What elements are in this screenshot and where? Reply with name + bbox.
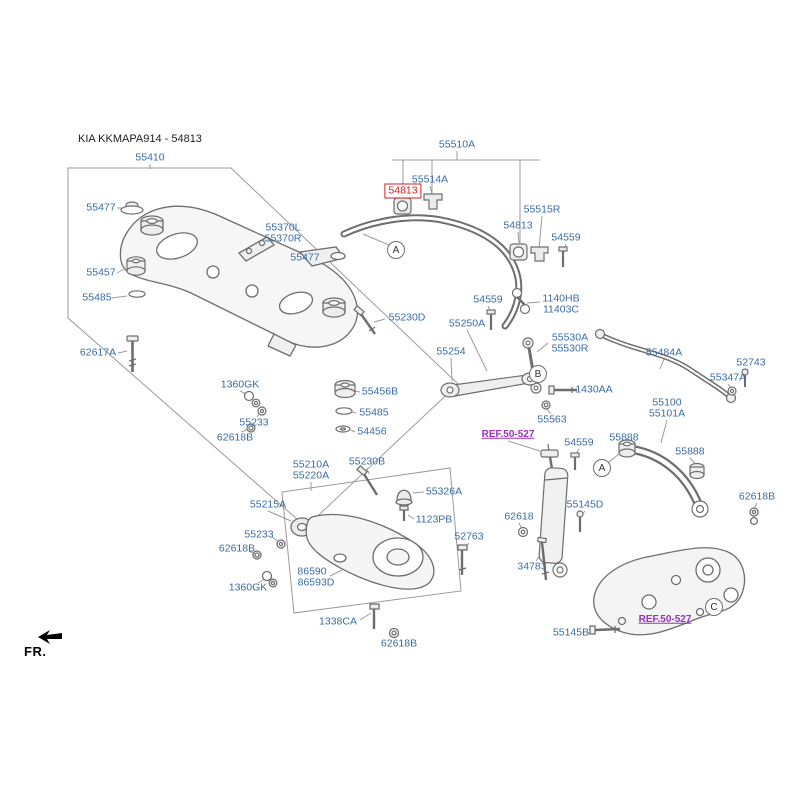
part-label[interactable]: 1430AA	[575, 383, 613, 396]
part-label[interactable]: 1140HB	[542, 292, 580, 305]
part-label[interactable]: 55230B	[348, 455, 386, 468]
part-label[interactable]: 55888	[609, 431, 639, 444]
assist-arm	[440, 372, 539, 398]
part-label[interactable]: 1338CA	[319, 615, 357, 628]
part-label[interactable]: 55370R	[264, 232, 302, 245]
part-label[interactable]: 55233	[244, 528, 274, 541]
part-label[interactable]: 55254	[436, 345, 466, 358]
part-label[interactable]: 55230D	[388, 311, 426, 324]
part-label[interactable]: 55410	[135, 151, 165, 164]
callout-A: A	[593, 459, 611, 477]
part-label[interactable]: 55530R	[551, 342, 589, 355]
part-label[interactable]: 55145B	[552, 626, 590, 639]
part-label[interactable]: 55220A	[292, 469, 330, 482]
part-label[interactable]: 62618B	[216, 431, 254, 444]
part-label[interactable]: 55456B	[361, 385, 399, 398]
rear-arm-55484A	[594, 328, 749, 404]
lower-control-arm	[252, 464, 468, 639]
part-label[interactable]: 52743	[736, 356, 766, 369]
part-label-highlighted[interactable]: 54813	[384, 183, 422, 199]
part-label[interactable]: 55563	[537, 413, 567, 426]
crossmember-hardware	[120, 201, 376, 433]
part-label[interactable]: 11403C	[542, 303, 580, 316]
part-label[interactable]: 55250A	[448, 317, 486, 330]
part-label[interactable]: 62618B	[218, 542, 256, 555]
fr-label: FR.	[24, 644, 47, 659]
part-label[interactable]: 54559	[551, 231, 581, 244]
reinforcement-bracket-55370	[237, 236, 276, 262]
callout-B: B	[529, 365, 547, 383]
part-label[interactable]: 55145D	[566, 498, 604, 511]
group-boxes	[67, 167, 462, 614]
shock-absorber	[517, 443, 584, 581]
stabilizer-bracket-55514A	[423, 193, 443, 210]
part-label[interactable]: 52763	[454, 530, 484, 543]
part-label[interactable]: 55485	[82, 291, 112, 304]
diagram-title: KIA KKMAPA914 - 54813	[78, 133, 202, 145]
part-label[interactable]: 62617A	[79, 346, 117, 359]
part-label[interactable]: 62618	[504, 510, 534, 523]
part-label[interactable]: 62618B	[380, 637, 418, 650]
part-label[interactable]: 55233	[239, 416, 269, 429]
part-label[interactable]: 55515R	[523, 203, 561, 216]
part-label[interactable]: 55210A	[292, 458, 330, 471]
part-label[interactable]: 55215A	[249, 498, 287, 511]
part-label[interactable]: 55485	[359, 406, 389, 419]
part-label[interactable]: 55347A	[709, 371, 747, 384]
fr-arrow-icon	[38, 630, 62, 644]
part-label[interactable]: 55510A	[438, 138, 476, 151]
part-label[interactable]: 86593D	[297, 576, 335, 589]
part-label[interactable]: 55530A	[551, 331, 589, 344]
ref-link[interactable]: REF.50-527	[638, 613, 692, 625]
part-label[interactable]: 55514A	[411, 173, 449, 186]
callout-A: A	[387, 241, 405, 259]
part-label[interactable]: 55101A	[648, 407, 686, 420]
part-label[interactable]: 55477	[86, 201, 116, 214]
part-label[interactable]: 55484A	[645, 346, 683, 359]
stabilizer-bracket-55515R	[530, 246, 549, 262]
crossmember	[119, 205, 359, 357]
lateral-arm-55100	[618, 439, 709, 518]
part-label[interactable]: 55326A	[425, 485, 463, 498]
ref-link[interactable]: REF.50-527	[481, 428, 535, 440]
part-label[interactable]: 55370L	[265, 221, 301, 234]
part-label[interactable]: 62618B	[738, 490, 776, 503]
fr-indicator: FR.	[24, 630, 64, 659]
part-label[interactable]: 86590	[297, 565, 327, 578]
stabilizer-bar	[340, 193, 577, 410]
part-label[interactable]: 55477	[290, 251, 320, 264]
part-label[interactable]: 1360GK	[228, 581, 268, 594]
part-label[interactable]: 54559	[564, 436, 594, 449]
part-label[interactable]: 55457	[86, 266, 116, 279]
part-label[interactable]: 54813	[503, 219, 533, 232]
part-label[interactable]: 1360GK	[220, 378, 260, 391]
part-label[interactable]: 54456	[357, 425, 387, 438]
part-label[interactable]: 1123PB	[415, 513, 453, 526]
part-label[interactable]: 54559	[473, 293, 503, 306]
part-label[interactable]: 55100	[652, 396, 682, 409]
callout-C: C	[705, 598, 723, 616]
part-label[interactable]: 34783	[517, 560, 547, 573]
part-label[interactable]: 55888	[675, 445, 705, 458]
